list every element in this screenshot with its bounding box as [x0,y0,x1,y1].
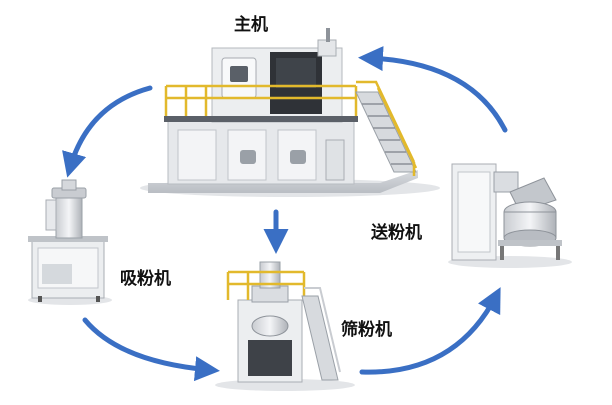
arrow-suction-to-sieve [82,317,220,382]
label-sieve-machine: 筛粉机 [341,320,392,340]
arrow-main-to-suction [62,85,153,178]
feeder-machine [448,163,572,268]
label-feeder-machine: 送粉机 [371,223,422,243]
arrow-sieve-to-feeder [359,287,501,375]
main-machine-stairs [355,80,418,176]
suction-machine-column [55,195,83,239]
flow-arrows [62,46,508,382]
arrow-feeder-to-main [358,46,508,133]
main-machine-platform [148,170,418,193]
sieve-machine-drum [251,315,289,337]
suction-machine [28,179,112,305]
main-machine [140,28,440,197]
label-suction-machine: 吸粉机 [120,269,171,289]
main-machine-railing [164,84,358,120]
sieve-machine-railing [226,270,306,300]
sieve-machine [215,261,355,391]
label-main-machine: 主机 [234,15,268,35]
